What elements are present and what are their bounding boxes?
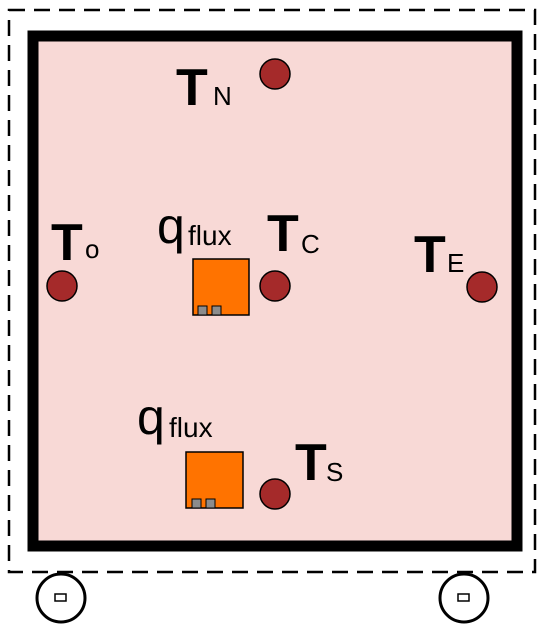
svg-text:q: q <box>137 389 165 445</box>
svg-text:T: T <box>176 59 208 117</box>
flux-sensor-south <box>185 451 244 509</box>
label-t-west: T o <box>51 214 99 272</box>
label-t-south: T S <box>295 434 343 492</box>
label-t-east: T E <box>414 226 464 284</box>
svg-text:T: T <box>267 205 299 263</box>
svg-text:o: o <box>85 234 99 264</box>
sensor-north <box>259 58 291 90</box>
sensor-west <box>46 270 78 302</box>
svg-text:q: q <box>157 198 185 254</box>
sensor-east <box>466 271 498 303</box>
flux-sensor-center <box>192 258 250 316</box>
label-t-north: T N <box>176 59 232 117</box>
sensor-south <box>259 478 291 510</box>
sensor-center <box>259 270 291 302</box>
label-t-center: T C <box>267 205 320 263</box>
svg-text:T: T <box>51 214 83 272</box>
flux-connector <box>211 305 222 316</box>
svg-text:S: S <box>326 457 343 487</box>
flux-connector <box>191 498 202 509</box>
flux-connector <box>205 498 216 509</box>
wheel-left-icon <box>35 572 87 624</box>
svg-text:flux: flux <box>188 220 232 251</box>
svg-text:C: C <box>301 229 320 259</box>
label-q-flux-center: q flux <box>157 198 232 254</box>
label-q-flux-south: q flux <box>137 389 213 445</box>
dashed-enclosure <box>7 8 537 574</box>
flux-connector <box>197 305 208 316</box>
svg-text:E: E <box>447 248 464 278</box>
svg-text:T: T <box>295 434 327 492</box>
svg-text:flux: flux <box>169 412 213 443</box>
svg-text:T: T <box>414 226 446 284</box>
svg-text:N: N <box>213 81 232 111</box>
wheel-right-icon <box>438 572 490 624</box>
